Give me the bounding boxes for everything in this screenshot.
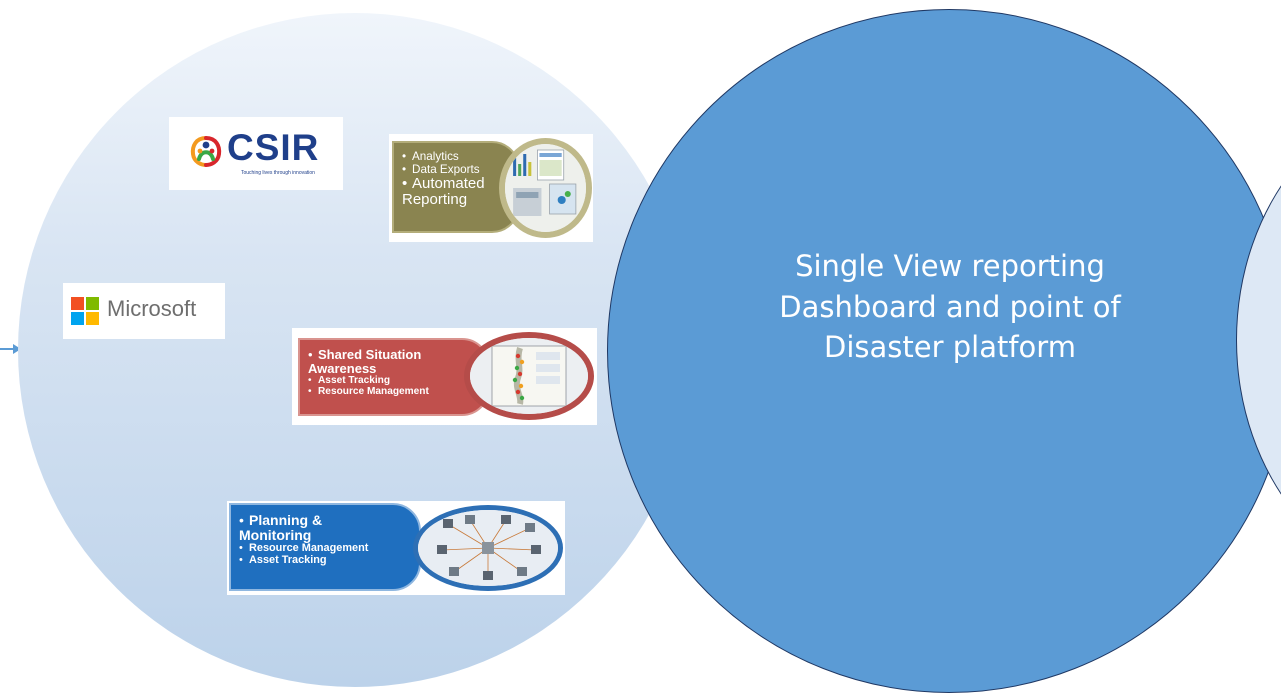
analytics-card: Analytics Data Exports Automated Reporti… <box>389 134 593 242</box>
situation-label-panel: Shared Situation Awareness Asset Trackin… <box>298 338 490 416</box>
microsoft-squares-icon <box>71 297 99 325</box>
incoming-arrow <box>0 344 22 354</box>
microsoft-wordmark: Microsoft <box>107 296 197 321</box>
asset-tracking-item: Asset Tracking <box>308 375 488 387</box>
situation-map-thumbnail <box>464 332 594 420</box>
analytics-item: Analytics <box>402 150 518 164</box>
resource-management-item: Resource Management <box>239 542 419 555</box>
planning-monitoring-item: Planning & Monitoring <box>239 512 359 543</box>
planning-label-panel: Planning & Monitoring Resource Managemen… <box>229 503 421 591</box>
planning-network-thumbnail <box>413 505 563 591</box>
csir-logo: CSIR Touching lives through innovation <box>169 117 343 190</box>
main-circle <box>607 9 1281 693</box>
situation-awareness-card: Shared Situation Awareness Asset Trackin… <box>292 328 597 425</box>
shared-situation-awareness-item: Shared Situation Awareness <box>308 347 468 376</box>
analytics-screenshot-thumbnail <box>499 138 592 238</box>
csir-tagline: Touching lives through innovation <box>241 170 315 176</box>
asset-tracking-item: Asset Tracking <box>239 554 419 567</box>
resource-management-item: Resource Management <box>308 386 488 398</box>
planning-monitoring-card: Planning & Monitoring Resource Managemen… <box>227 501 565 595</box>
csir-wordmark: CSIR <box>227 127 320 168</box>
automated-reporting-item: Automated Reporting <box>402 176 492 209</box>
data-exports-item: Data Exports <box>402 163 518 177</box>
main-circle-text: Single View reporting Dashboard and poin… <box>779 249 1121 365</box>
microsoft-logo: Microsoft <box>63 283 225 339</box>
analytics-label-panel: Analytics Data Exports Automated Reporti… <box>392 141 520 233</box>
csir-emblem-icon <box>190 136 222 167</box>
